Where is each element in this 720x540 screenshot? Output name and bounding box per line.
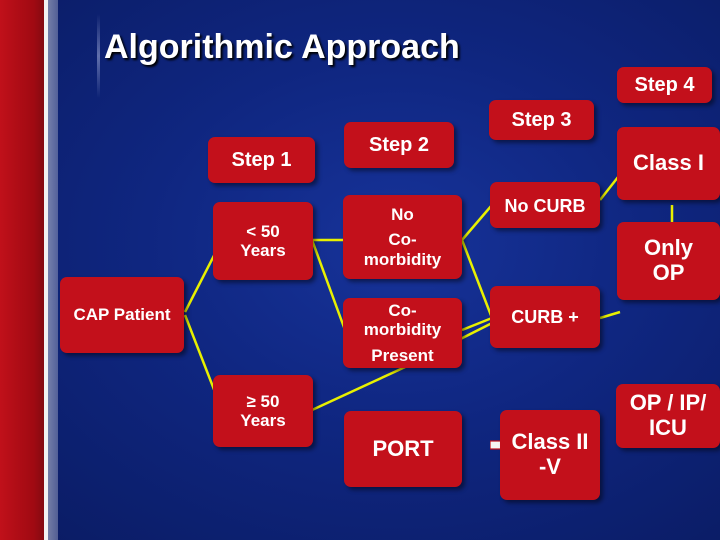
op-ip-icu-node: OP / IP/ ICU [616, 384, 720, 448]
age-50-over-line2: Years [240, 411, 286, 430]
age-50-over-line1: ≥ 50 [246, 391, 280, 411]
comorbidity-present-line1: Co- [388, 301, 417, 321]
step3-text: Step 3 [511, 108, 572, 131]
connector-nocomorbidity-nocurb [461, 204, 493, 241]
class-1-text: Class I [633, 150, 704, 176]
connector-nocurb-curb [460, 239, 494, 319]
step3-label: Step 3 [489, 100, 594, 140]
connector-50over-comorbidity [311, 366, 404, 412]
no-comorbidity-node: No Co- morbidity [343, 195, 462, 279]
age-under-50-node: < 50 Years [213, 202, 313, 280]
class-2-5-line1: Class II [511, 429, 589, 455]
no-curb-node: No CURB [490, 182, 600, 228]
age-50-over-node: ≥ 50 Years [213, 375, 313, 447]
connector-comorbidity-curb [461, 316, 493, 332]
no-comorbidity-line1: No [391, 205, 414, 225]
age-under-50-line1: < 50 [246, 221, 280, 241]
slide-title: Algorithmic Approach [104, 28, 460, 66]
cap-patient-text: CAP Patient [73, 305, 171, 325]
comorbidity-present-node: Co- morbidity Present [343, 298, 462, 368]
curb-plus-text: CURB + [511, 306, 579, 327]
curb-plus-node: CURB + [490, 286, 600, 348]
only-op-line1: Only [644, 235, 693, 261]
no-comorbidity-line2: Co- [388, 230, 417, 250]
only-op-line2: OP [652, 260, 685, 285]
op-ip-icu-line2: ICU [649, 415, 687, 440]
left-bar-edge [48, 0, 58, 540]
cap-patient-node: CAP Patient [60, 277, 184, 353]
comorbidity-present-line3: Present [371, 345, 434, 365]
connector-under50-comorbidity [310, 239, 347, 331]
step4-text: Step 4 [634, 73, 695, 96]
only-op-node: Only OP [617, 222, 720, 300]
left-accent-bar [0, 0, 48, 540]
class-2-5-line2: -V [538, 454, 561, 479]
step1-text: Step 1 [231, 148, 292, 171]
step4-label: Step 4 [617, 67, 712, 103]
op-ip-icu-line1: OP / IP/ [629, 390, 707, 416]
comorbidity-present-line2: morbidity [363, 320, 442, 340]
connector-curbplus-class [599, 310, 621, 320]
no-curb-text: No CURB [504, 196, 586, 216]
title-divider [97, 14, 100, 98]
step1-label: Step 1 [208, 137, 315, 183]
port-node: PORT [344, 411, 462, 487]
class-2-5-node: Class II -V [500, 410, 600, 500]
step2-text: Step 2 [368, 133, 430, 156]
age-under-50-line2: Years [240, 241, 286, 260]
class-1-node: Class I [617, 127, 720, 200]
no-comorbidity-line3: morbidity [363, 249, 442, 269]
port-text: PORT [372, 435, 434, 461]
step2-label: Step 2 [344, 122, 454, 168]
